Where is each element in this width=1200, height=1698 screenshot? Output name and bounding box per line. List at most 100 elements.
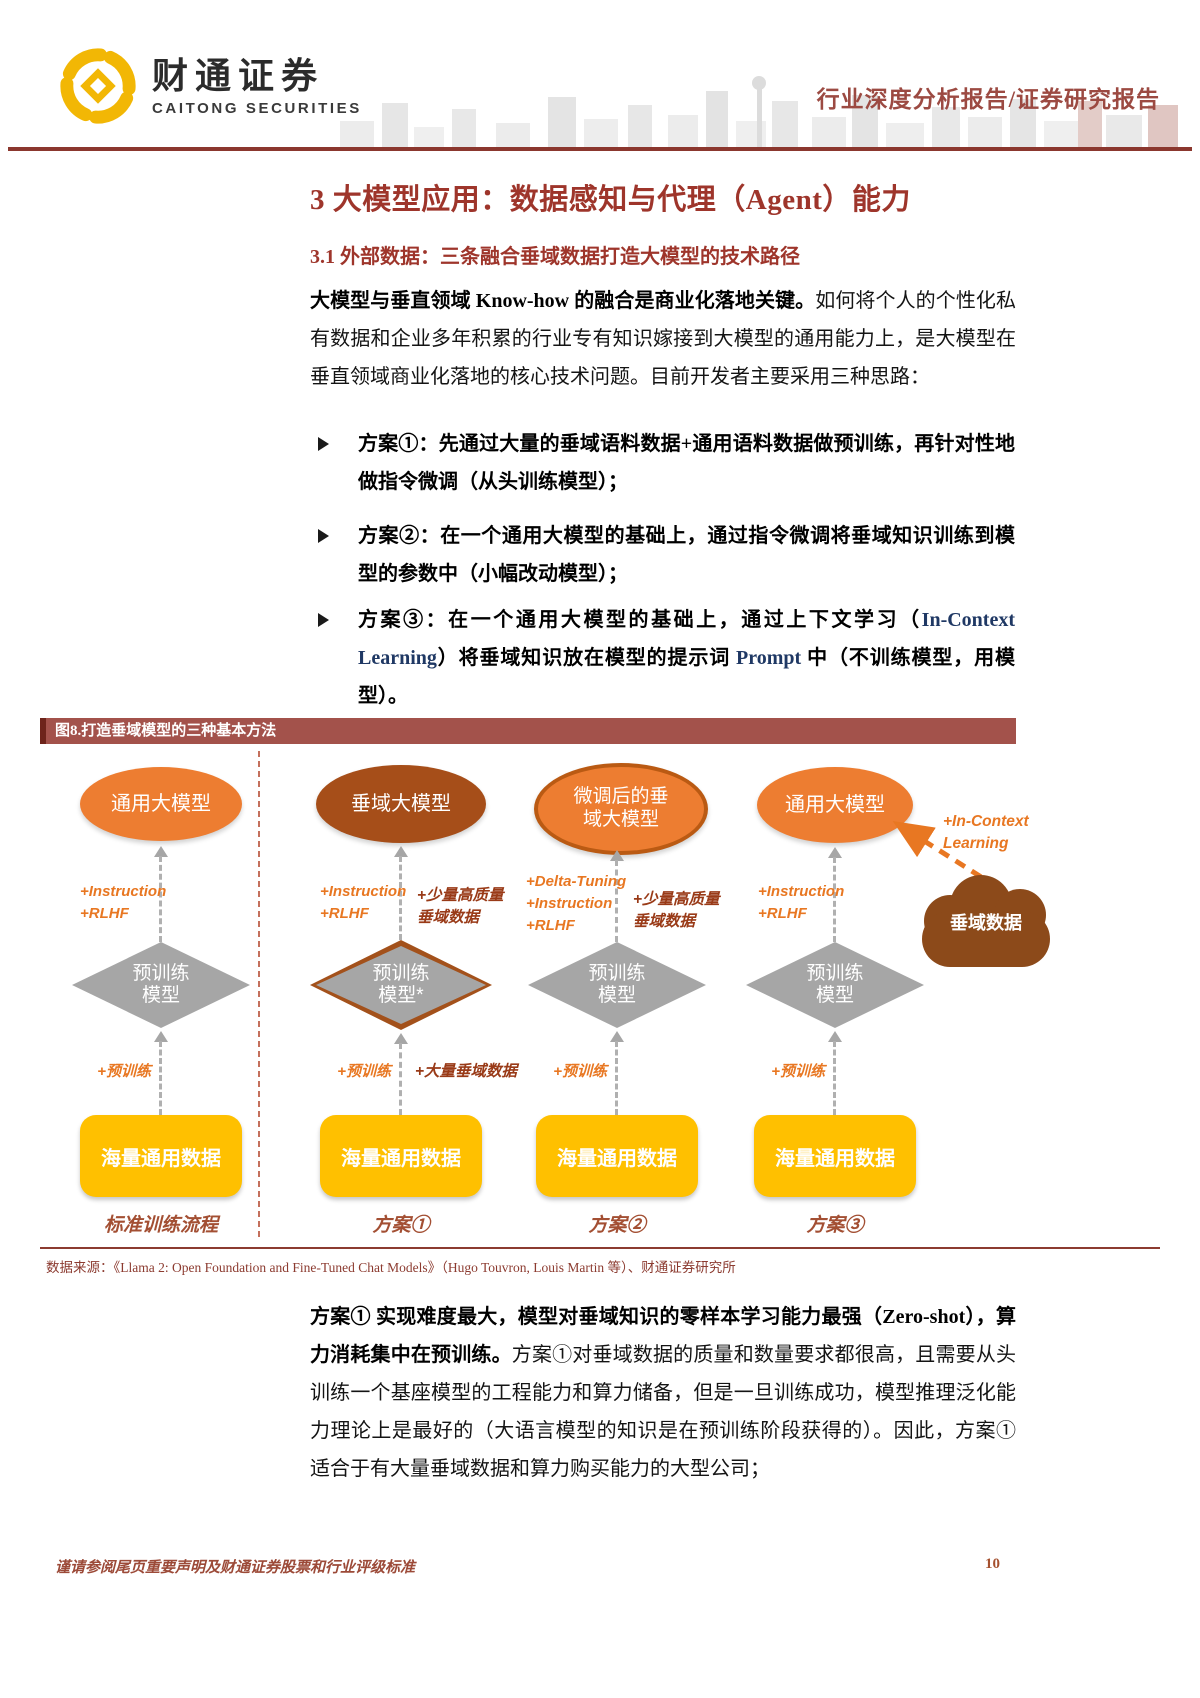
dashed-connector bbox=[615, 860, 618, 942]
caitong-logo: 财通证券 CAITONG SECURITIES bbox=[60, 48, 362, 124]
node-label: 预训练 模型* bbox=[372, 963, 430, 1006]
figure-diagram: 通用大模型 +Instruction +RLHF 预训练 模型 +预训练 海量通… bbox=[40, 743, 1110, 1248]
edge-label-pretrain: +预训练 bbox=[771, 1063, 825, 1080]
arrow-up-icon bbox=[610, 850, 624, 861]
bullet-arrow-icon bbox=[318, 437, 329, 451]
node-vertical-data-cloud: 垂域数据 bbox=[920, 873, 1052, 969]
building-silhouette bbox=[496, 123, 530, 147]
bullet-plan3-post: 中（不训练模型，用模型）。 bbox=[358, 647, 1016, 707]
bullet-plan2-text: 方案②：在一个通用大模型的基础上，通过指令微调将垂域知识训练到模型的参数中（小幅… bbox=[358, 525, 1015, 585]
edge-label-in-context-learning: +In-Context Learning bbox=[943, 813, 1029, 853]
logo-text: 财通证券 CAITONG SECURITIES bbox=[152, 56, 362, 117]
node-label: 海量通用数据 bbox=[775, 1147, 895, 1170]
bullet-plan3-english2: Prompt bbox=[736, 647, 802, 669]
footer-disclaimer: 谨请参阅尾页重要声明及财通证券股票和行业评级标准 bbox=[55, 1560, 416, 1576]
building-silhouette bbox=[452, 109, 476, 147]
node-finetuned-vertical-model: 微调后的垂 域大模型 bbox=[534, 763, 708, 855]
bullet-plan3-text: 方案③：在一个通用大模型的基础上，通过上下文学习（In-Context Lear… bbox=[358, 601, 1015, 715]
page-number: 10 bbox=[985, 1556, 1000, 1572]
intro-bold: 大模型与垂直领域 Know-how 的融合是商业化落地关键。 bbox=[310, 290, 816, 312]
arrow-up-icon bbox=[394, 1033, 408, 1044]
column-label-standard: 标准训练流程 bbox=[103, 1215, 218, 1236]
edge-label-delta-tuning-instruction-rlhf: +Delta-Tuning +Instruction +RLHF bbox=[526, 873, 627, 934]
plan1-analysis-english: Zero-shot bbox=[882, 1306, 966, 1328]
building-silhouette bbox=[382, 103, 408, 147]
dashed-connector bbox=[399, 1043, 402, 1115]
edge-label-pretrain: +预训练 bbox=[553, 1063, 607, 1080]
header-divider bbox=[8, 147, 1192, 151]
edge-label-instruction-rlhf: +Instruction +RLHF bbox=[320, 883, 407, 922]
subsection-heading: 3.1 外部数据：三条融合垂域数据打造大模型的技术路径 bbox=[310, 246, 800, 268]
section-heading: 3 大模型应用：数据感知与代理（Agent）能力 bbox=[310, 184, 911, 216]
node-label: 海量通用数据 bbox=[341, 1147, 461, 1170]
node-massive-general-data: 海量通用数据 bbox=[536, 1115, 698, 1197]
building-silhouette bbox=[668, 115, 698, 147]
node-label: 通用大模型 bbox=[111, 793, 211, 815]
building-silhouette bbox=[1106, 115, 1142, 147]
node-label: 预训练 模型 bbox=[132, 963, 190, 1006]
node-massive-general-data: 海量通用数据 bbox=[80, 1115, 242, 1197]
node-label: 通用大模型 bbox=[785, 794, 885, 816]
plan1-analysis-bold-post: ），算力消耗集中在预训练。 bbox=[310, 1306, 1017, 1366]
plan1-analysis-bold-pre: 方案① 实现难度最大，模型对垂域知识的零样本学习能力最强（ bbox=[310, 1306, 883, 1328]
column-label-plan3: 方案③ bbox=[806, 1215, 864, 1236]
node-pretrained-model: 预训练 模型 bbox=[72, 942, 250, 1028]
node-label: 海量通用数据 bbox=[557, 1147, 677, 1170]
node-label: 海量通用数据 bbox=[101, 1147, 221, 1170]
edge-label-pretrain: +预训练 bbox=[337, 1063, 391, 1080]
bullet-plan1-text: 方案①：先通过大量的垂域语料数据+通用语料数据做预训练，再针对性地做指令微调（从… bbox=[358, 433, 1015, 493]
logo-subtitle: CAITONG SECURITIES bbox=[152, 99, 362, 117]
building-silhouette bbox=[628, 105, 652, 147]
dashed-connector bbox=[159, 1041, 162, 1115]
node-general-large-model: 通用大模型 bbox=[80, 767, 242, 841]
figure-bottom-rule bbox=[40, 1247, 1160, 1249]
intro-rest: 如何将个人的个性化私有数据和企业多年积累的行业专有知识嫁接到大模型的通用能力上，… bbox=[310, 290, 1017, 388]
column-label-plan2: 方案② bbox=[588, 1215, 646, 1236]
node-label: 垂域数据 bbox=[950, 913, 1022, 933]
city-skyline-background bbox=[0, 0, 1200, 148]
building-silhouette bbox=[852, 95, 878, 147]
node-general-large-model: 通用大模型 bbox=[757, 767, 913, 843]
arrow-up-icon bbox=[154, 1031, 168, 1042]
data-source-note: 数据来源：《Llama 2: Open Foundation and Fine-… bbox=[46, 1260, 736, 1275]
edge-label-massive-vertical-data: +大量垂域数据 bbox=[415, 1063, 518, 1080]
node-massive-general-data: 海量通用数据 bbox=[754, 1115, 916, 1197]
building-silhouette bbox=[932, 107, 960, 147]
bullet-plan3-english1: In-Context Learning bbox=[358, 609, 1015, 669]
building-silhouette bbox=[1044, 121, 1078, 147]
bullet-plan3-mid: ）将垂域知识放在模型的提示词 bbox=[436, 647, 737, 669]
node-pretrained-model: 预训练 模型 bbox=[528, 942, 706, 1028]
bullet-plan1: 方案①：先通过大量的垂域语料数据+通用语料数据做预训练，再针对性地做指令微调（从… bbox=[318, 425, 1018, 501]
plan1-analysis-paragraph: 方案① 实现难度最大，模型对垂域知识的零样本学习能力最强（Zero-shot），… bbox=[310, 1298, 1016, 1488]
building-silhouette bbox=[1078, 101, 1102, 147]
node-label: 微调后的垂 域大模型 bbox=[573, 786, 669, 830]
building-silhouette bbox=[812, 117, 846, 147]
bullet-plan3: 方案③：在一个通用大模型的基础上，通过上下文学习（In-Context Lear… bbox=[318, 601, 1018, 715]
logo-title: 财通证券 bbox=[152, 55, 325, 96]
column-label-plan1: 方案① bbox=[372, 1215, 430, 1236]
plan1-analysis-rest: 方案①对垂域数据的质量和数量要求都很高，且需要从头训练一个基座模型的工程能力和算… bbox=[310, 1344, 1017, 1480]
building-silhouette bbox=[886, 123, 924, 147]
tower-sphere bbox=[752, 76, 766, 90]
dashed-connector bbox=[833, 857, 836, 942]
edge-label-small-highquality-vertical-data: +少量高质量 垂域数据 bbox=[633, 891, 720, 931]
dashed-connector bbox=[615, 1041, 618, 1115]
building-silhouette bbox=[1148, 105, 1178, 147]
caitong-coin-icon bbox=[60, 48, 136, 124]
arrow-up-icon bbox=[394, 846, 408, 857]
bullet-plan2: 方案②：在一个通用大模型的基础上，通过指令微调将垂域知识训练到模型的参数中（小幅… bbox=[318, 517, 1018, 593]
bullet-arrow-icon bbox=[318, 529, 329, 543]
cloud-base bbox=[922, 911, 1050, 967]
edge-label-pretrain: +预训练 bbox=[97, 1063, 151, 1080]
arrow-up-icon bbox=[828, 847, 842, 858]
arrow-up-icon bbox=[828, 1031, 842, 1042]
intro-paragraph: 大模型与垂直领域 Know-how 的融合是商业化落地关键。如何将个人的个性化私… bbox=[310, 282, 1016, 396]
column-separator-dashed-line bbox=[258, 751, 260, 1237]
bullet-arrow-icon bbox=[318, 613, 329, 627]
arrow-up-icon bbox=[610, 1031, 624, 1042]
edge-label-instruction-rlhf: +Instruction +RLHF bbox=[758, 883, 845, 922]
node-pretrained-model: 预训练 模型 bbox=[746, 942, 924, 1028]
node-label: 垂域大模型 bbox=[351, 793, 451, 815]
tower-silhouette bbox=[757, 87, 762, 147]
arrow-up-icon bbox=[154, 846, 168, 857]
